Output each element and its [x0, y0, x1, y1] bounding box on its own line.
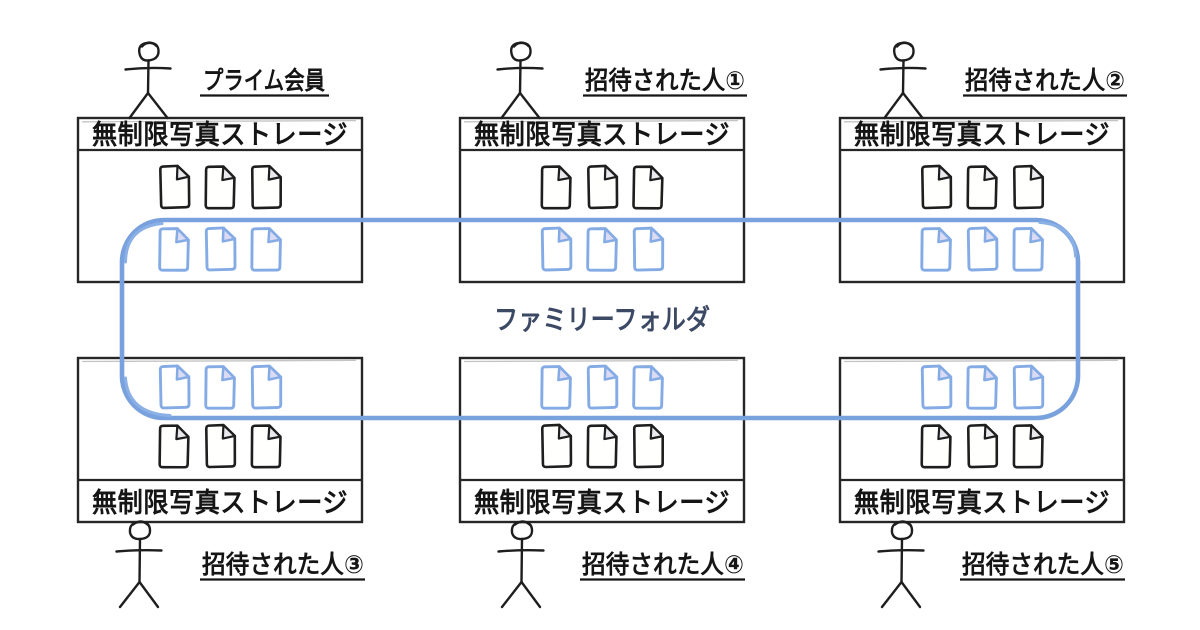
storage-box-bottom-right: 無制限写真ストレージ [838, 356, 1126, 524]
storage-box-top-center: 無制限写真ストレージ [458, 116, 746, 284]
member-top-left: プライム会員 [124, 41, 329, 120]
document-icon-black [540, 423, 573, 469]
member-label-invitee-3: 招待された人③ [202, 551, 364, 579]
document-icon-blue [966, 364, 999, 411]
stick-figure-icon [877, 520, 925, 609]
document-icon-blue [204, 364, 237, 410]
storage-label: 無制限写真ストレージ [474, 120, 730, 150]
stick-figure-icon [879, 41, 927, 120]
document-icon-blue [250, 226, 283, 272]
member-label-invitee-2: 招待された人② [965, 67, 1125, 95]
sketch-stroke [124, 222, 164, 264]
document-icon-black [158, 164, 191, 210]
sketch-accent [843, 119, 1119, 123]
document-icon-blue [632, 364, 665, 411]
document-icon-blue [586, 226, 619, 273]
document-icon-black [1012, 164, 1045, 210]
member-label-prime: プライム会員 [203, 67, 325, 95]
shared-folder-loop [119, 217, 1081, 421]
document-icon-black [632, 165, 664, 211]
document-icon-blue [204, 226, 237, 272]
member-bottom-center: 招待された人④ [497, 520, 745, 609]
document-icon-blue [250, 364, 283, 410]
document-icon-black [586, 424, 618, 469]
stick-figure-icon [496, 41, 544, 120]
document-icon-black [540, 165, 572, 210]
member-top-right: 招待された人② [879, 41, 1127, 120]
document-icon-black [920, 164, 953, 210]
shared-loop-outline [119, 217, 1081, 421]
sketch-accent [843, 359, 1119, 363]
document-icon-blue [1012, 226, 1045, 272]
document-icon-blue [540, 226, 573, 272]
document-icon-black [966, 165, 998, 210]
document-icon-black [966, 423, 999, 469]
document-icon-blue [920, 364, 953, 410]
document-icon-black [204, 165, 236, 210]
document-icon-blue [1012, 364, 1045, 410]
family-folder-label: ファミリーフォルダ [494, 303, 710, 335]
stick-figure-icon [115, 520, 163, 609]
storage-label: 無制限写真ストレージ [854, 120, 1110, 150]
storage-label: 無制限写真ストレージ [92, 488, 348, 518]
member-label-invitee-5: 招待された人⑤ [962, 551, 1124, 579]
document-icon-blue [966, 226, 999, 272]
document-icon-black [250, 164, 283, 210]
document-icon-blue [586, 364, 619, 410]
document-icon-black [920, 424, 952, 469]
document-icon-black [632, 423, 665, 469]
member-label-invitee-1: 招待された人① [585, 67, 745, 95]
document-icon-black [250, 424, 282, 469]
member-top-center: 招待された人① [496, 41, 747, 120]
storage-box-top-right: 無制限写真ストレージ [838, 116, 1126, 284]
stick-figure-icon [497, 520, 545, 609]
document-icon-blue [540, 364, 573, 410]
document-icon-blue [920, 226, 953, 272]
sketch-stroke [1038, 221, 1077, 258]
document-icon-blue [632, 226, 665, 272]
member-bottom-left: 招待された人③ [115, 520, 365, 609]
document-icon-black [586, 164, 619, 210]
stick-figure-icon [124, 41, 172, 120]
sketch-accent [463, 359, 739, 363]
sketch-accent [81, 359, 357, 363]
storage-label: 無制限写真ストレージ [474, 488, 730, 518]
document-icon-black [1012, 424, 1044, 469]
storage-box-bottom-left: 無制限写真ストレージ [76, 356, 364, 524]
document-icon-blue [158, 226, 191, 273]
document-icon-black [158, 424, 190, 469]
document-icon-blue [158, 364, 191, 410]
storage-box-bottom-center: 無制限写真ストレージ [458, 356, 746, 524]
storage-label: 無制限写真ストレージ [92, 120, 348, 150]
sketch-accent [463, 119, 739, 123]
member-label-invitee-4: 招待された人④ [582, 551, 744, 579]
sketch-stroke [124, 376, 172, 417]
member-bottom-right: 招待された人⑤ [877, 520, 1125, 609]
storage-label: 無制限写真ストレージ [854, 488, 1110, 518]
sketch-accent [81, 119, 357, 123]
document-icon-black [204, 423, 237, 469]
